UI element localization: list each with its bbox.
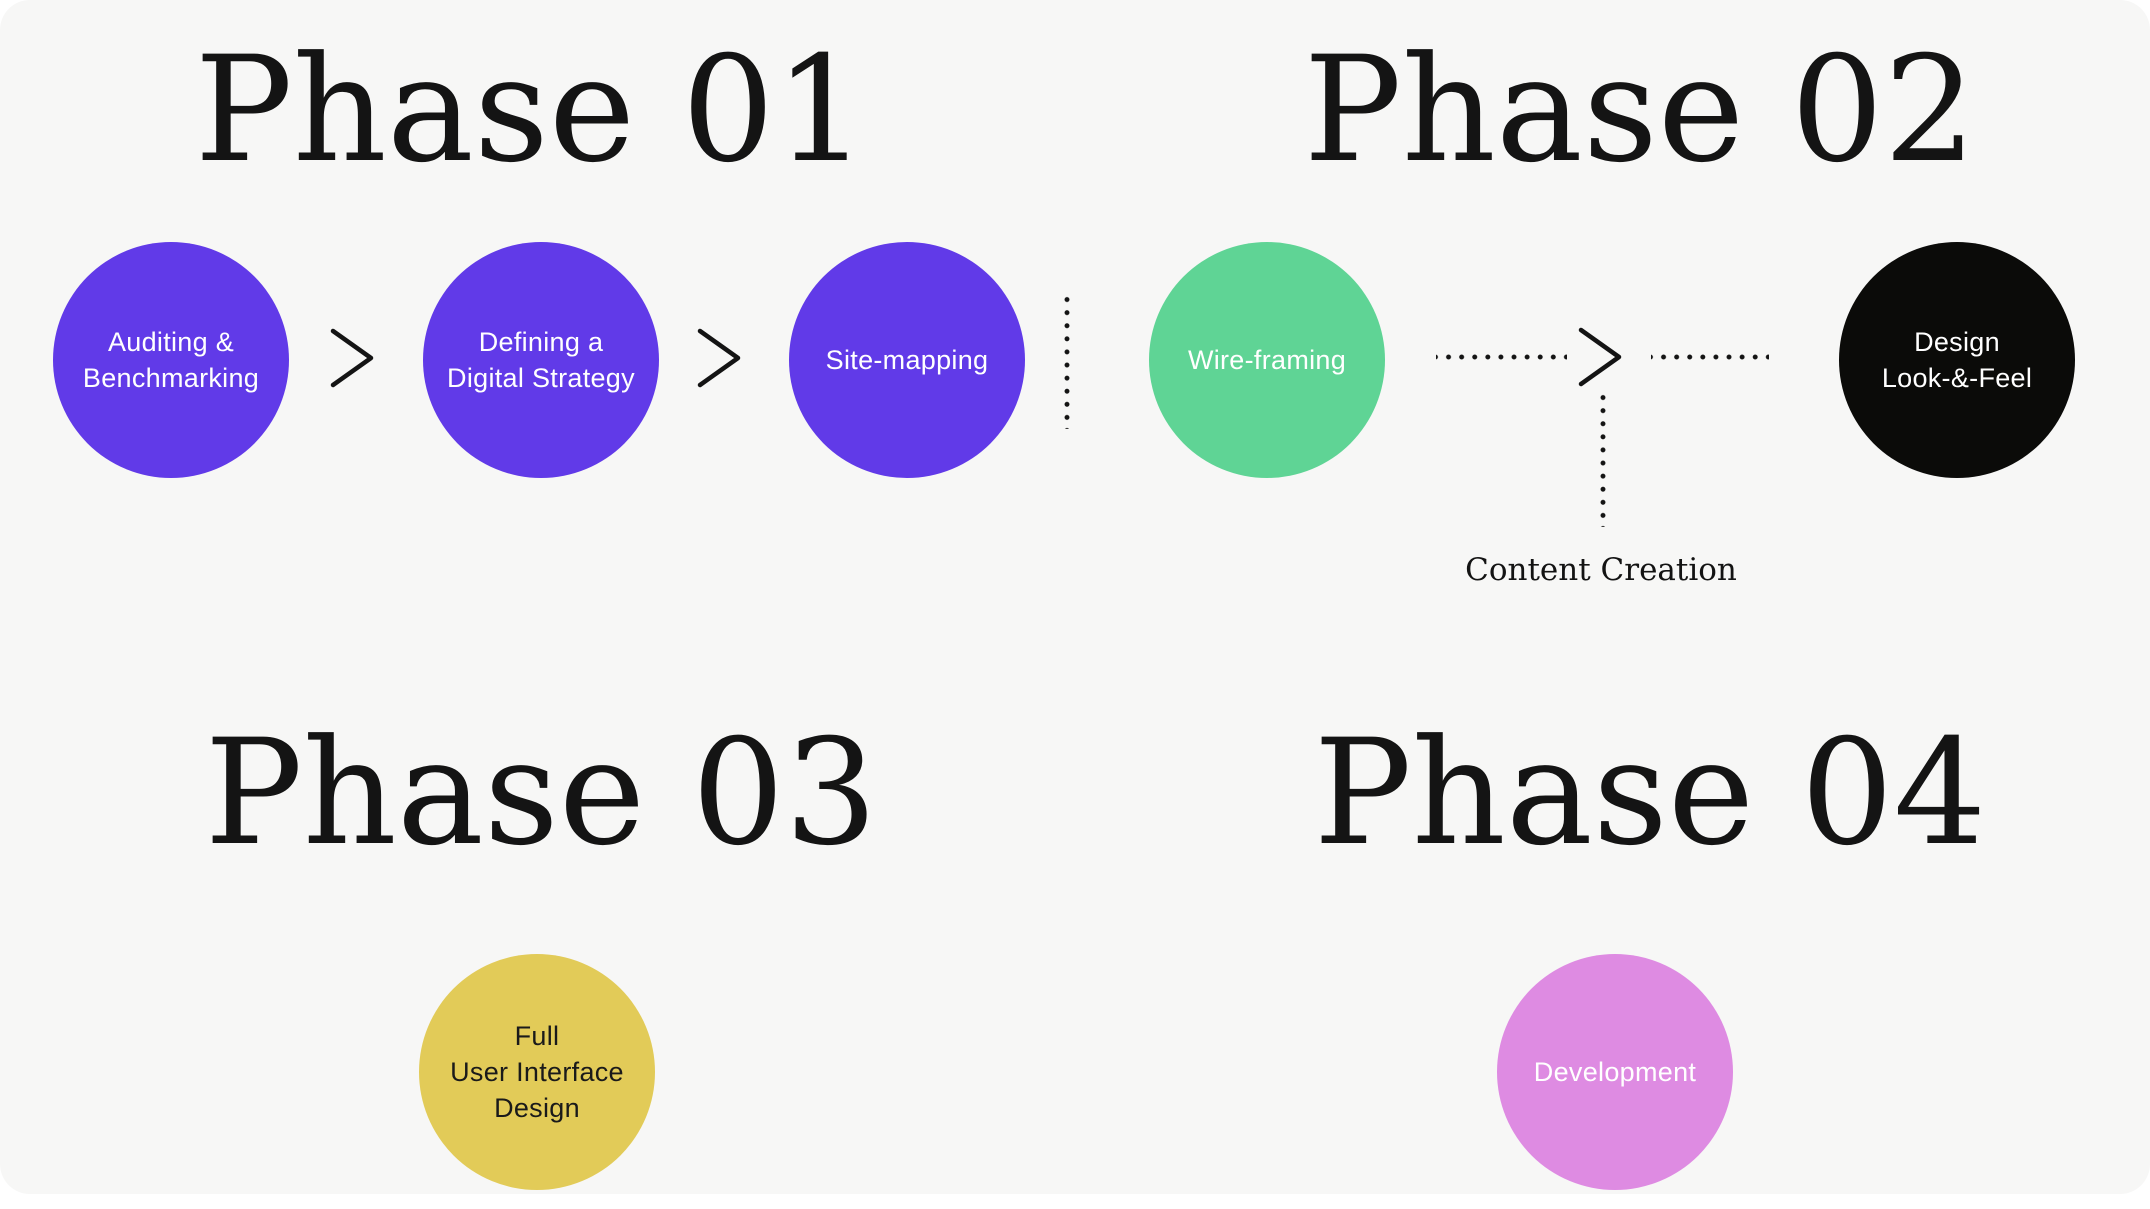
step-wire-framing: Wire-framing — [1149, 242, 1385, 478]
step-label-line: User Interface — [450, 1057, 624, 1087]
step-label-line: Full — [514, 1021, 560, 1051]
step-site-mapping: Site-mapping — [789, 242, 1025, 478]
chevron-right-icon — [330, 328, 374, 388]
phase-01-title: Phase 01 — [194, 25, 868, 195]
step-label-line: Site-mapping — [825, 345, 989, 375]
step-label-line: Wire-framing — [1187, 345, 1347, 375]
content-creation-label: Content Creation — [1465, 552, 1737, 588]
step-full-user-interface-design: Full User Interface Design — [419, 954, 655, 1190]
chevron-right-icon — [697, 328, 741, 388]
step-label-line: Look-&-Feel — [1881, 363, 2033, 393]
step-label-line: Auditing & — [107, 327, 235, 357]
phase-03-title: Phase 03 — [204, 708, 878, 878]
step-label-line: Design — [494, 1093, 580, 1123]
dotted-line-right — [1651, 354, 1769, 360]
phase-divider-dotted-line — [1064, 293, 1070, 429]
step-label-line: Defining a — [478, 327, 604, 357]
step-label-line: Digital Strategy — [447, 363, 635, 393]
phase-04-title: Phase 04 — [1313, 708, 1987, 878]
step-label-line: Design — [1914, 327, 2000, 357]
arrow-chevron-icon — [1578, 327, 1622, 387]
dotted-line-down — [1600, 391, 1606, 527]
dotted-line-left — [1436, 354, 1567, 360]
step-defining-digital-strategy: Defining a Digital Strategy — [423, 242, 659, 478]
step-label-line: Development — [1533, 1057, 1697, 1087]
step-development: Development — [1497, 954, 1733, 1190]
step-label-line: Benchmarking — [82, 363, 260, 393]
step-design-look-and-feel: Design Look-&-Feel — [1839, 242, 2075, 478]
phase-02-title: Phase 02 — [1303, 25, 1977, 195]
step-auditing-benchmarking: Auditing & Benchmarking — [53, 242, 289, 478]
